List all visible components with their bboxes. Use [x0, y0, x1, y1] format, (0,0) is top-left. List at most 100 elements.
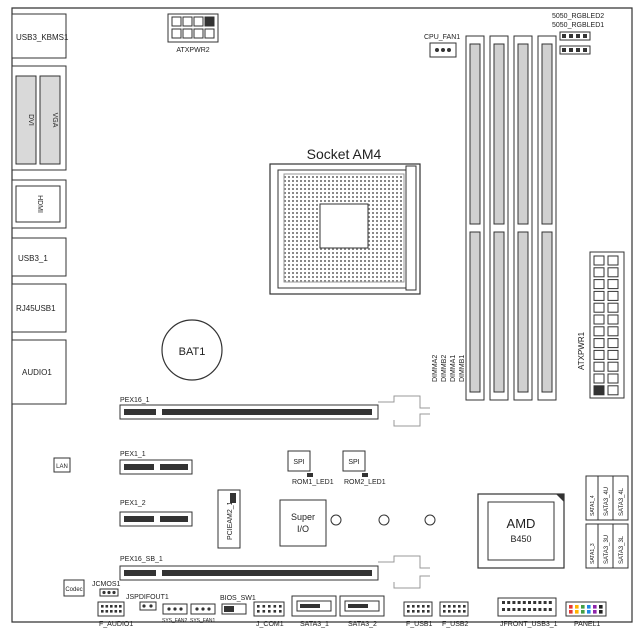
pin: [463, 605, 466, 608]
atxpwr2-connector: ATXPWR2: [167, 13, 219, 54]
j-com1-header: J_COM1: [253, 601, 285, 628]
pin: [262, 605, 266, 608]
pin: [528, 608, 531, 611]
pin: [114, 610, 118, 613]
pin: [543, 608, 547, 611]
j-com1-label: J_COM1: [256, 621, 284, 628]
amd-label: AMD: [507, 516, 536, 531]
dimm-slot-a2: [465, 35, 485, 401]
pin: [412, 610, 415, 613]
dvi-vga-connector: DVI VGA: [11, 65, 67, 171]
pin: [273, 610, 277, 613]
codec-label: Codec: [65, 587, 82, 593]
pin: [453, 610, 456, 613]
pin: [517, 601, 521, 604]
usb3-kbms1-connector: USB3_KBMS1: [11, 13, 69, 59]
pin: [533, 608, 537, 611]
f-usb2-label: F_USB2: [442, 621, 469, 628]
pin: [448, 610, 451, 613]
f-audio1-label: F_AUDIO1: [99, 621, 133, 628]
usb3-1-label: USB3_1: [18, 254, 48, 263]
mounting-hole: [330, 514, 342, 526]
sata1-4-label: SATA1_4: [590, 495, 596, 516]
jcmos1-label: JCMOS1: [92, 581, 121, 588]
pin: [463, 610, 466, 613]
bios-sw1-label: BIOS_SW1: [220, 595, 256, 602]
dimma2-label: DIMMA2: [432, 355, 439, 382]
pin: [607, 338, 619, 349]
rgbled-headers: 5050_RGBLED2 5050_RGBLED1: [552, 13, 604, 55]
sata3-4u-label: SATA3_4U: [604, 487, 610, 516]
pin: [538, 601, 542, 604]
pin: [507, 601, 511, 604]
pin: [607, 373, 619, 384]
pin: [522, 601, 526, 604]
pin: [502, 608, 505, 611]
usb3-kbms1-label: USB3_KBMS1: [16, 33, 69, 42]
pex1-1-slot: PEX1_1: [119, 451, 193, 475]
socket-label: Socket AM4: [307, 146, 382, 162]
pin: [575, 610, 579, 614]
dimmb1-label: DIMMB1: [459, 355, 466, 382]
pin: [593, 349, 605, 360]
pin: [587, 605, 591, 609]
dimma1-label: DIMMA1: [450, 355, 457, 382]
pin: [427, 610, 430, 613]
spi-rom2: SPI ROM2_LED1: [342, 450, 386, 486]
f-audio1-header: F_AUDIO1: [97, 601, 133, 628]
sata3-3u-label: SATA3_3U: [604, 535, 610, 564]
atxpwr2-label: ATXPWR2: [176, 47, 209, 54]
pin: [599, 605, 603, 609]
amd-b450-chipset: AMD B450: [477, 493, 565, 569]
codec-chip: Codec: [63, 579, 85, 597]
pin: [575, 605, 579, 609]
pin: [512, 601, 516, 604]
pin: [273, 605, 277, 608]
dimm-slot-b1: [537, 35, 557, 401]
pin: [607, 385, 619, 396]
pin: [593, 385, 605, 396]
pin: [422, 605, 425, 608]
pin: [581, 610, 585, 614]
jspdifout1-header: JSPDIFOUT1: [126, 594, 169, 611]
pex16-1-label: PEX16_1: [120, 397, 150, 404]
pin: [593, 361, 605, 372]
pin: [453, 605, 456, 608]
sys-fan2-header: SYS_FAN2: [162, 603, 188, 624]
pin: [279, 605, 282, 608]
pex1-1-label: PEX1_1: [120, 451, 146, 458]
panel1-label: PANEL1: [574, 621, 600, 628]
sata3-2-label: SATA3_2: [348, 621, 377, 628]
vga-port: [39, 75, 61, 165]
pin: [517, 608, 521, 611]
pin: [417, 605, 420, 608]
atxpwr1-label: ATXPWR1: [577, 331, 586, 370]
pin: [105, 605, 109, 608]
usb3-1-connector: USB3_1: [11, 237, 67, 277]
pin: [607, 326, 619, 337]
pin: [548, 601, 552, 604]
dvi-label: DVI: [27, 114, 34, 126]
pin: [607, 267, 619, 278]
pin: [587, 610, 591, 614]
jfront-usb3-1-label: JFRONT_USB3_1: [500, 621, 558, 628]
pin: [407, 605, 410, 608]
pin: [257, 605, 260, 608]
pin: [507, 608, 511, 611]
pin: [593, 290, 605, 301]
dvi-port: [15, 75, 37, 165]
lan-label: LAN: [56, 464, 68, 470]
jspdifout1-label: JSPDIFOUT1: [126, 594, 169, 601]
pin: [119, 605, 122, 608]
f-usb2-header: F_USB2: [439, 601, 469, 628]
pin: [593, 373, 605, 384]
pin: [593, 605, 597, 609]
pin: [548, 608, 552, 611]
sata3-4l-label: SATA3_4L: [619, 487, 625, 516]
jfront-usb3-1-header: JFRONT_USB3_1: [497, 597, 558, 628]
pin: [458, 605, 461, 608]
pex1-2-slot: PEX1_2: [119, 500, 193, 527]
pin: [114, 605, 118, 608]
pin: [593, 302, 605, 313]
pin: [110, 605, 113, 608]
